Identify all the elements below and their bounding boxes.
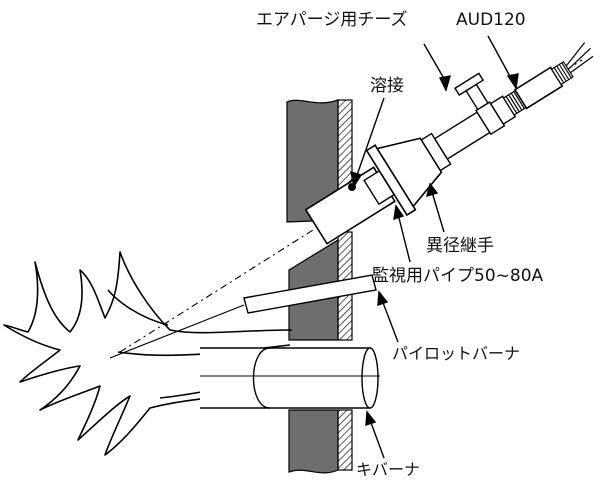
sight-pipe-assembly [304, 42, 594, 245]
main-burner-label: キバーナ [356, 460, 421, 479]
weld-label: 溶接 [370, 76, 404, 96]
furnace-wall-lower [288, 409, 353, 474]
pilot-burner-pipe [109, 274, 377, 359]
reducer-fitting [375, 137, 443, 208]
main-burner [200, 347, 380, 409]
sight-pipe-label: 監視用パイプ50~80A [372, 266, 544, 286]
reducer-label: 異径継手 [426, 236, 494, 256]
air-purge-tee-label: エアパージ用チーズ [256, 10, 408, 30]
model-label: AUD120 [456, 10, 526, 30]
leader-arrows [350, 35, 519, 459]
pilot-burner-label: パイロットバーナ [392, 344, 521, 363]
